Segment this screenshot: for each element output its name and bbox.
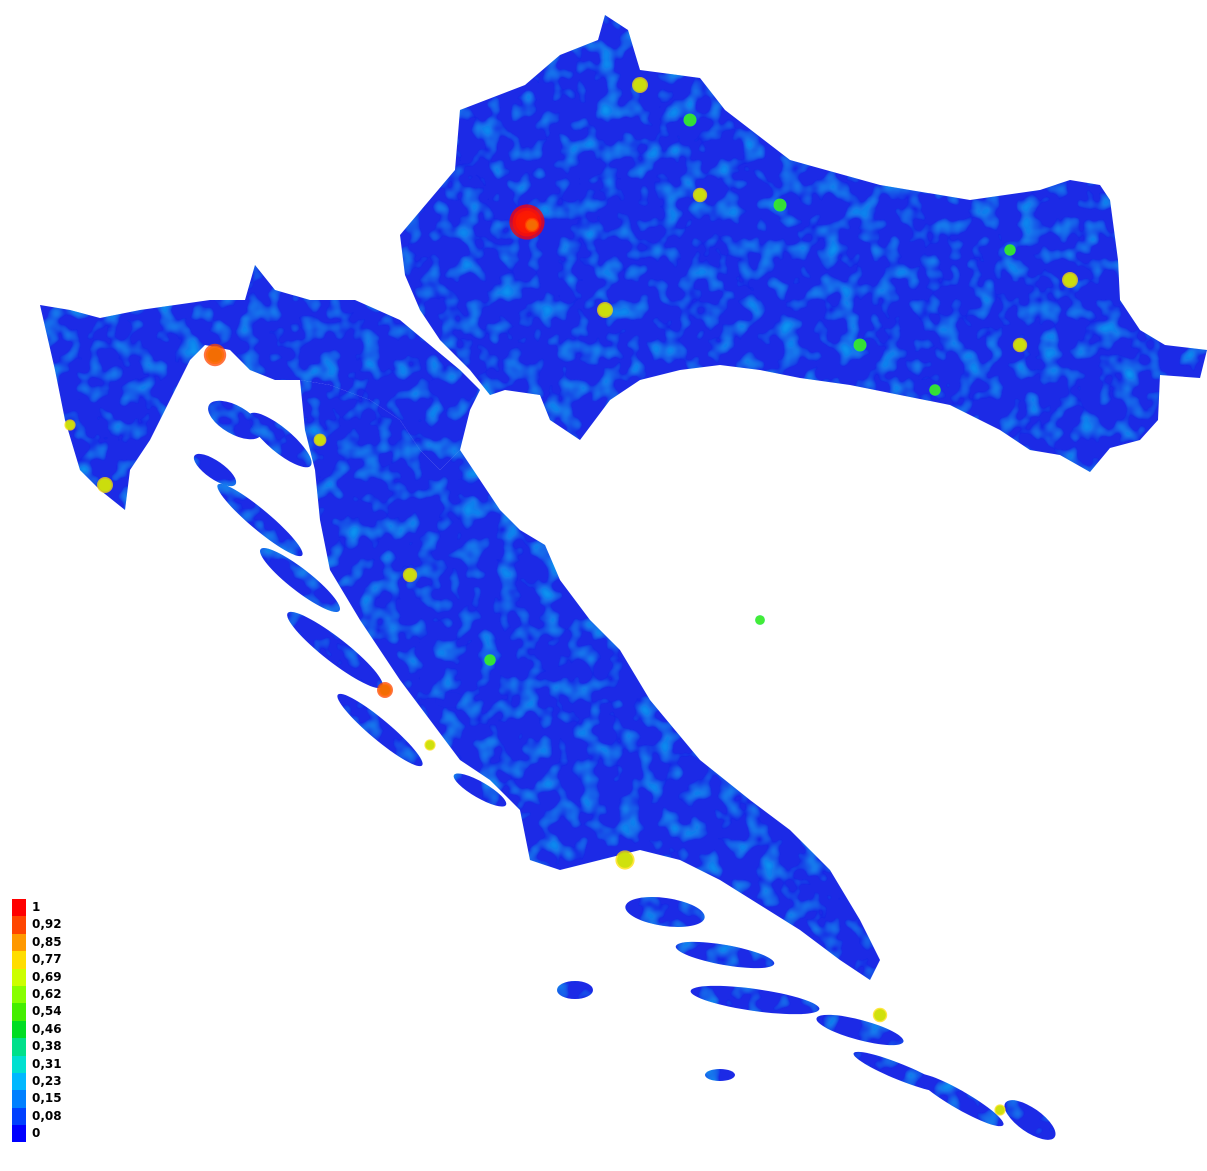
island	[435, 692, 465, 708]
legend-swatch	[12, 1107, 26, 1126]
island	[690, 985, 820, 1015]
hotspot	[773, 198, 787, 212]
country-territory	[40, 15, 1207, 1140]
legend-item: 0,62	[12, 985, 92, 1004]
legend-swatch	[12, 1125, 26, 1143]
legend-swatch	[12, 1090, 26, 1108]
legend-label: 0	[32, 1126, 41, 1141]
island	[916, 1073, 1004, 1127]
hotspot	[692, 187, 708, 203]
legend-label: 0,62	[32, 986, 62, 1001]
hotspot	[872, 1007, 888, 1023]
island	[675, 941, 775, 969]
island	[248, 412, 312, 468]
island	[816, 1014, 904, 1046]
hotspot	[929, 384, 941, 396]
legend-label: 0,23	[32, 1073, 62, 1088]
legend-swatch	[12, 1003, 26, 1021]
hotspot	[994, 1104, 1006, 1116]
legend-label: 0,54	[32, 1004, 62, 1019]
hotspot	[1004, 244, 1016, 256]
hotspot	[597, 302, 613, 318]
legend-item: 1	[12, 899, 92, 917]
legend-item: 0,92	[12, 916, 92, 934]
mainland-west	[40, 265, 480, 510]
legend-swatch	[12, 933, 26, 952]
island	[217, 483, 303, 557]
legend-item: 0,08	[12, 1107, 92, 1126]
hotspot	[424, 739, 436, 751]
color-legend: 1 0,92 0,85 0,77 0,69 0,62 0,54 0,46 0,3…	[12, 899, 92, 1143]
legend-swatch	[12, 985, 26, 1004]
island	[625, 897, 705, 927]
legend-label: 1	[32, 900, 41, 914]
legend-label: 0,85	[32, 934, 62, 949]
hotspot	[632, 77, 648, 93]
hotspot	[683, 113, 697, 127]
hotspot	[615, 850, 635, 870]
island	[453, 773, 507, 807]
legend-swatch	[12, 899, 26, 917]
hotspot	[755, 615, 765, 625]
island	[193, 453, 237, 487]
legend-item: 0,85	[12, 933, 92, 952]
legend-item: 0,46	[12, 1020, 92, 1039]
island	[260, 548, 340, 612]
island	[557, 981, 593, 999]
hotspot	[1012, 337, 1028, 353]
legend-swatch	[12, 916, 26, 934]
legend-label: 0,46	[32, 1021, 62, 1036]
hotspot	[64, 419, 76, 431]
island	[208, 400, 262, 440]
legend-item: 0,69	[12, 968, 92, 986]
legend-swatch	[12, 1038, 26, 1056]
high-value-hotspots	[64, 77, 1078, 1116]
legend-item: 0,31	[12, 1055, 92, 1073]
legend-swatch	[12, 968, 26, 986]
island	[705, 1069, 735, 1081]
mainland-south	[300, 380, 880, 980]
legend-swatch	[12, 1072, 26, 1091]
hotspot	[313, 433, 327, 447]
legend-label: 0,69	[32, 969, 62, 984]
hotspot	[484, 654, 496, 666]
hotspot	[1062, 272, 1078, 288]
legend-swatch	[12, 1020, 26, 1039]
hotspot	[402, 567, 418, 583]
hotspot	[377, 682, 393, 698]
legend-label: 0,92	[32, 917, 62, 932]
legend-item: 0,23	[12, 1072, 92, 1091]
legend-label: 0,08	[32, 1108, 62, 1123]
legend-item: 0,54	[12, 1003, 92, 1021]
hotspot	[203, 343, 227, 367]
hotspot	[97, 477, 113, 493]
mainland-north	[400, 15, 1207, 472]
legend-label: 0,31	[32, 1056, 62, 1071]
legend-item: 0,77	[12, 951, 92, 969]
island	[337, 693, 423, 767]
hotspot	[853, 338, 867, 352]
legend-label: 0,38	[32, 1039, 62, 1054]
legend-item: 0	[12, 1125, 92, 1143]
island	[287, 611, 383, 689]
legend-swatch	[12, 951, 26, 969]
island	[1004, 1100, 1056, 1140]
legend-item: 0,15	[12, 1090, 92, 1108]
legend-label: 0,15	[32, 1091, 62, 1106]
legend-swatch	[12, 1055, 26, 1073]
legend-label: 0,77	[32, 952, 62, 967]
hotspot	[524, 217, 540, 233]
legend-item: 0,38	[12, 1038, 92, 1056]
